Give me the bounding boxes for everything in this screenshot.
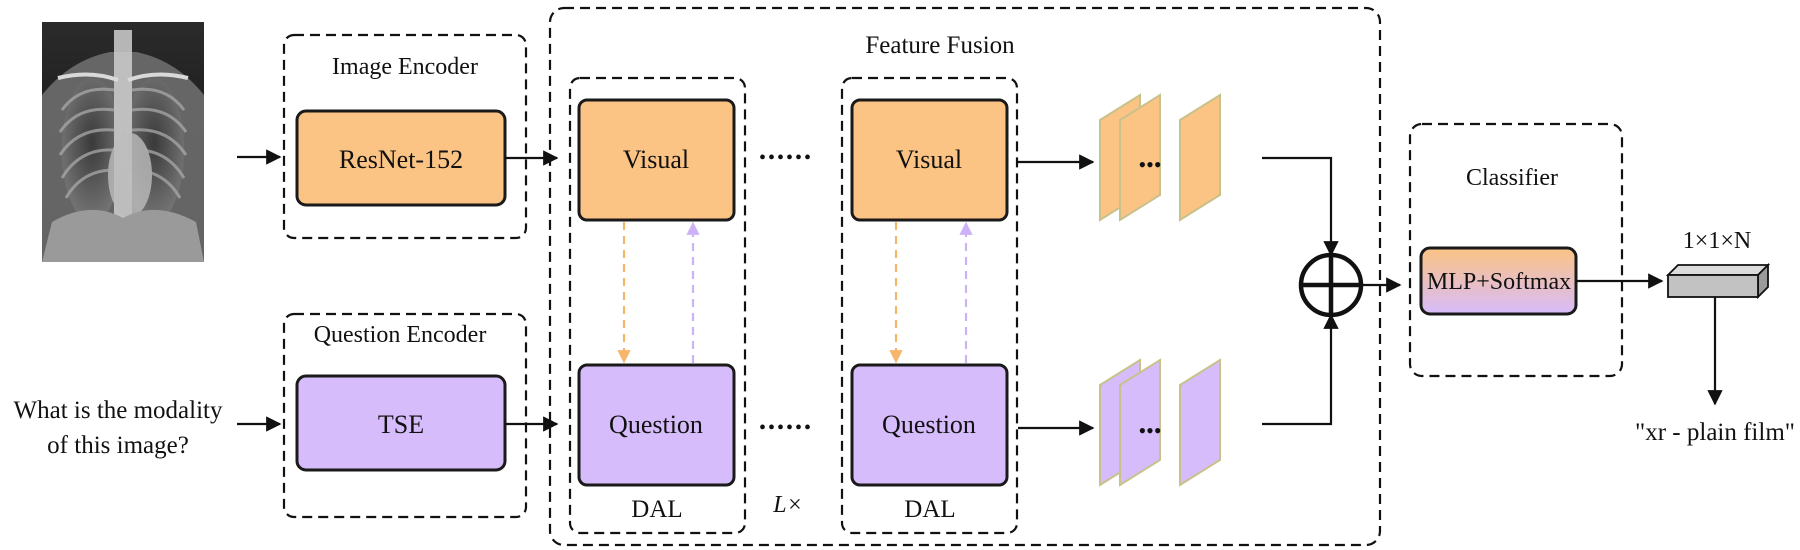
arrow-visual-stack-to-sum: [1262, 156, 1339, 257]
dal1-label: DAL: [631, 496, 682, 523]
question-feature-stack: [1099, 358, 1221, 487]
dal2-visual-label: Visual: [896, 145, 962, 174]
tse-label: TSE: [378, 410, 424, 439]
output-tensor-icon: [1665, 262, 1771, 300]
question-encoder-title: Question Encoder: [314, 322, 487, 348]
visual-stack-ellipsis: •••: [1138, 152, 1161, 177]
dal-block-1: Visual Question DAL: [568, 76, 747, 535]
repeat-label: L×: [772, 492, 803, 518]
resnet-label: ResNet-152: [339, 145, 463, 174]
image-encoder: Image Encoder ResNet-152: [282, 33, 528, 240]
classifier-title: Classifier: [1466, 165, 1558, 191]
dal1-visual-block: [577, 98, 736, 222]
question-text-line2: of this image?: [47, 432, 189, 459]
chest-xray-image: [42, 22, 204, 262]
dal2-question-block: [850, 363, 1009, 487]
mlp-softmax-label: MLP+Softmax: [1427, 269, 1571, 295]
visual-ellipsis: ••••••: [759, 147, 813, 169]
output-dims: 1×1×N: [1683, 228, 1751, 254]
arrow-question-stack-to-sum: [1262, 313, 1339, 426]
circled-plus-icon: [1298, 252, 1364, 318]
dal2-visual-block: [850, 98, 1009, 222]
dal2-question-label: Question: [882, 410, 976, 439]
question-text-line1: What is the modality: [14, 397, 223, 424]
feature-fusion: Feature Fusion Visual Question DAL •••••…: [548, 6, 1382, 547]
dal1-visual-label: Visual: [623, 145, 689, 174]
question-ellipsis: ••••••: [759, 417, 813, 439]
visual-feature-stack: [1099, 93, 1221, 222]
question-encoder: Question Encoder TSE: [282, 312, 528, 519]
dal1-question-label: Question: [609, 410, 703, 439]
classifier: Classifier MLP+Softmax: [1408, 122, 1624, 378]
answer-text: "xr - plain film": [1635, 419, 1795, 446]
dal1-question-block: [577, 363, 736, 487]
dal2-label: DAL: [904, 496, 955, 523]
feature-fusion-title: Feature Fusion: [865, 32, 1015, 59]
image-encoder-title: Image Encoder: [332, 54, 478, 80]
question-stack-ellipsis: •••: [1138, 418, 1161, 443]
dal-block-2: Visual Question DAL: [840, 76, 1019, 535]
